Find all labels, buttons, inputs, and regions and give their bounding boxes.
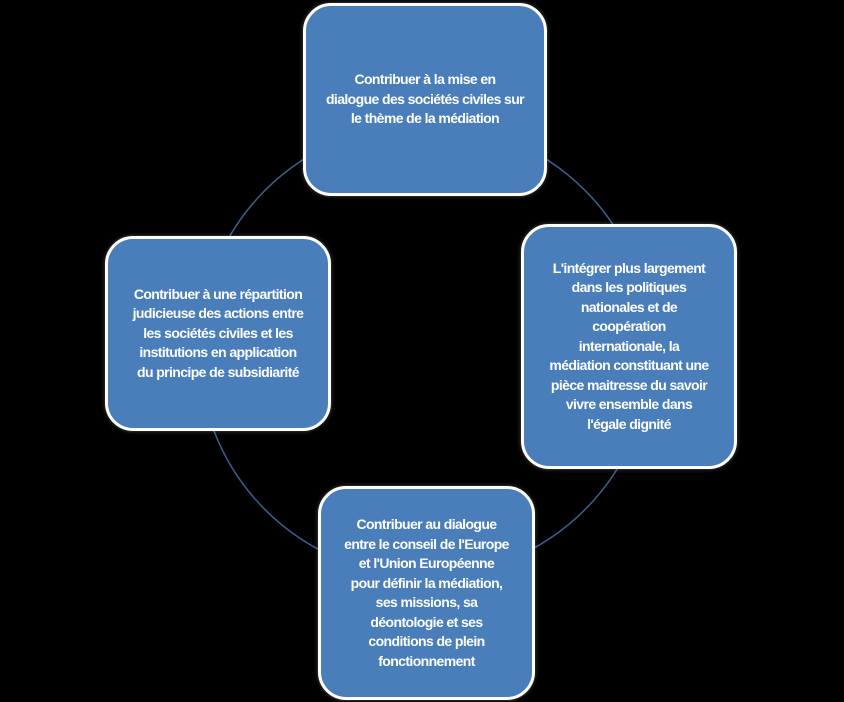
cycle-node-right: L'intégrer plus largement dans les polit… — [521, 224, 737, 469]
node-text: Contribuer à la mise en dialogue des soc… — [325, 71, 525, 127]
cycle-node-top: Contribuer à la mise en dialogue des soc… — [303, 3, 547, 196]
cycle-node-left: Contribuer à une répartition judicieuse … — [105, 236, 331, 431]
node-text: Contribuer au dialogue entre le conseil … — [344, 516, 509, 669]
node-text: Contribuer à une répartition judicieuse … — [132, 285, 304, 380]
node-text: L'intégrer plus largement dans les polit… — [549, 259, 709, 432]
cycle-node-bottom: Contribuer au dialogue entre le conseil … — [318, 486, 535, 700]
